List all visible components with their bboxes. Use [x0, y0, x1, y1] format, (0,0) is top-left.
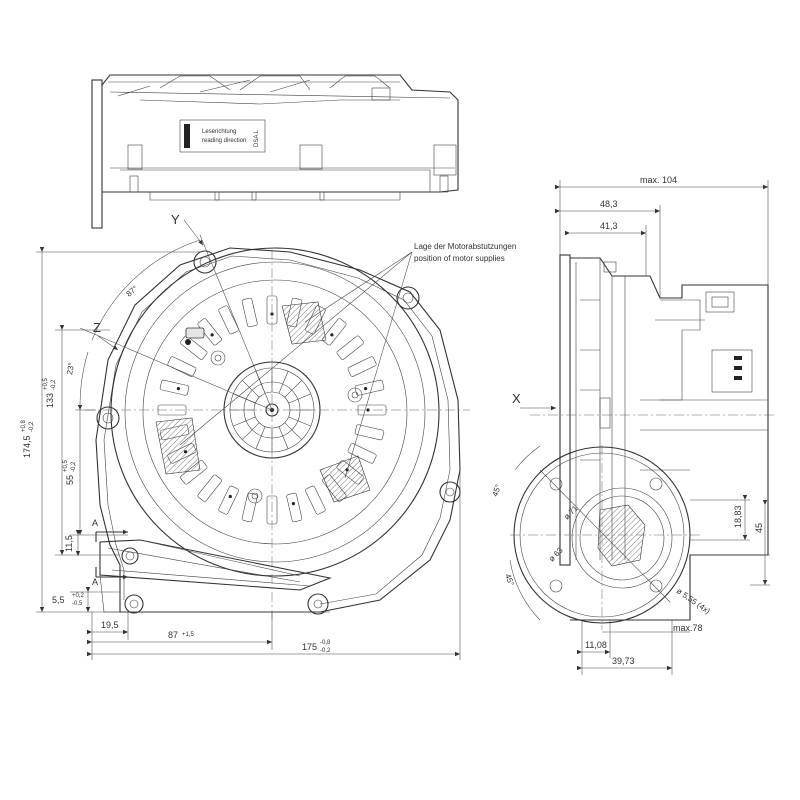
- slot-marker: [210, 333, 214, 337]
- angle-23: 23°: [65, 362, 76, 375]
- dim-18-83: 18,83: [733, 505, 743, 528]
- section-a-lower: A: [92, 577, 98, 587]
- impeller-slot: [347, 443, 377, 464]
- impeller-slot: [218, 485, 239, 515]
- impeller-slot: [354, 424, 385, 441]
- tol-5-5-dn: -0,5: [72, 601, 83, 607]
- dim-133: 133: [45, 393, 55, 408]
- dim-max-104: max. 104: [640, 175, 677, 185]
- impeller-slot: [159, 379, 190, 396]
- side-view: [510, 254, 775, 630]
- side-dimensions: max. 104 48,3 41,3 18,83 45 11,08 39,73 …: [490, 175, 770, 675]
- impeller-slot: [197, 318, 222, 346]
- tol-5-5-up: +0,2: [72, 593, 85, 599]
- dim-19-5: 19,5: [101, 620, 119, 630]
- axis-z-label: Z: [93, 320, 101, 335]
- slot-marker: [364, 387, 368, 391]
- dia-71: ø 71: [562, 503, 580, 521]
- hub-spoke: [288, 393, 311, 404]
- tol-55-up: +0,5: [63, 459, 69, 472]
- tol-175-dn: -0,2: [320, 648, 331, 654]
- dim-87: 87: [168, 630, 178, 640]
- angle-45-lower: 45°: [503, 573, 516, 587]
- impeller-slot: [322, 318, 347, 346]
- tol-174-5-up: +0,8: [21, 419, 27, 432]
- hub-spoke: [284, 380, 302, 398]
- hub-spoke: [284, 422, 302, 440]
- tol-174-5-dn: -0,2: [29, 421, 35, 432]
- slot-marker: [176, 387, 180, 391]
- hub-spoke: [242, 380, 260, 398]
- hub-spoke: [242, 422, 260, 440]
- impeller-slot: [305, 485, 326, 515]
- reading-direction-de: Leserichtung: [202, 129, 236, 135]
- impeller-slot: [167, 356, 197, 377]
- dim-175: 175: [302, 642, 317, 652]
- label-code: DSA L: [254, 129, 260, 147]
- slot-marker: [228, 494, 232, 499]
- hub-spoke: [233, 416, 256, 427]
- motor-supplies-en: position of motor supplies: [414, 254, 505, 263]
- hub-spoke: [288, 416, 311, 427]
- impeller-slot: [354, 379, 385, 396]
- dim-max-78: max.78: [673, 623, 703, 633]
- tol-175-up: -0,8: [320, 640, 331, 646]
- impeller-slot: [218, 305, 239, 335]
- hub-spoke: [278, 371, 289, 394]
- dim-55: 55: [65, 475, 75, 485]
- impeller-slot: [286, 492, 303, 523]
- dim-41-3: 41,3: [600, 221, 618, 231]
- axis-x-label: X: [512, 391, 521, 406]
- slot-marker: [291, 502, 295, 506]
- tol-55-dn: -0,2: [71, 461, 77, 472]
- slot-marker: [330, 333, 334, 337]
- dia-5-55: ø 5,55 (4x): [675, 586, 712, 616]
- tol-87: +1,5: [182, 632, 195, 638]
- top-view: Leserichtung reading direction DSA L: [91, 74, 459, 229]
- impeller-slot: [241, 492, 258, 523]
- angle-45-upper: 45°: [490, 483, 503, 497]
- hub-spoke: [278, 426, 289, 449]
- hub-spoke: [255, 426, 266, 449]
- dim-11-08: 11,08: [585, 640, 607, 650]
- impeller-slot: [347, 356, 377, 377]
- tol-133-up: +0,5: [43, 377, 49, 390]
- dim-45: 45: [754, 523, 764, 533]
- dim-48-3: 48,3: [600, 199, 618, 209]
- tol-133-dn: -0,2: [51, 379, 57, 390]
- dim-5-5: 5,5: [52, 595, 65, 605]
- bottom-dimensions: 19,5 87 +1,5 175 -0,8 -0,2: [87, 470, 461, 660]
- dia-63: ø 63: [547, 545, 565, 563]
- left-dimensions: 174,5 +0,8 -0,2 133 +0,5 -0,2 55 +0,5 -0…: [21, 247, 200, 613]
- front-view: [79, 234, 470, 620]
- impeller-slot: [336, 335, 364, 360]
- reading-direction-en: reading direction: [202, 138, 246, 144]
- section-a-upper: A: [92, 518, 98, 528]
- impeller-slot: [180, 335, 208, 360]
- impeller-slot: [197, 474, 222, 502]
- axis-y-label: Y: [171, 212, 180, 227]
- motor-supplies-de: Lage der Motorabstutzungen: [414, 242, 516, 251]
- impeller-slot: [241, 297, 258, 328]
- dim-39-73: 39,73: [612, 656, 635, 666]
- dim-11-5: 11,5: [64, 535, 74, 552]
- dim-174-5: 174,5: [22, 435, 32, 458]
